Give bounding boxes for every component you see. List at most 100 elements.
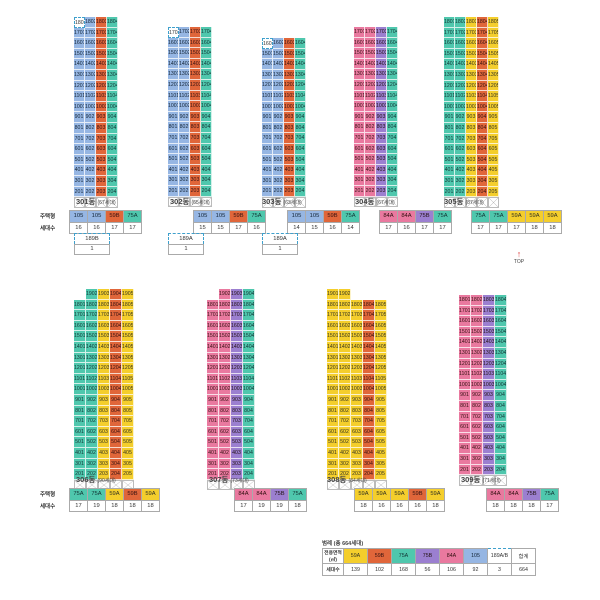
unit-cell: 202 <box>339 469 351 480</box>
unit-cell: 402 <box>273 165 284 176</box>
unit-cell: 904 <box>495 390 507 401</box>
unit-cell: 1402 <box>85 59 96 70</box>
unit-cell: 304 <box>477 175 488 187</box>
type-cell: 84A <box>379 210 398 223</box>
unit-cell: 304 <box>243 458 255 470</box>
unit-cell: 304 <box>201 175 212 186</box>
unit-cell: 905 <box>122 394 134 406</box>
unit-cell: 1905 <box>122 289 134 300</box>
unit-cell: 1002 <box>455 101 466 113</box>
unit-cell: 602 <box>339 426 351 438</box>
unit-cell: 1704 <box>107 27 118 39</box>
unit-cell: 502 <box>85 154 96 166</box>
unit-cell: 1503 <box>483 326 495 338</box>
unit-cell: 403 <box>483 443 495 454</box>
unit-cell: 1703 <box>231 310 243 321</box>
unit-cell: 902 <box>273 112 284 123</box>
unit-cell: 1603 <box>284 38 295 49</box>
unit-cell: 1302 <box>85 69 96 81</box>
type-cell: 105 <box>193 210 212 223</box>
unit-cell: 1201 <box>74 363 86 374</box>
unit-cell: 702 <box>455 133 466 145</box>
unit-cell: 402 <box>471 443 483 454</box>
unit-cell: 1402 <box>179 58 190 70</box>
unit-cell: 902 <box>86 394 98 406</box>
legend-type-cell: 75A <box>391 548 416 564</box>
unit-cell: 1103 <box>96 91 107 102</box>
unit-cell: 1404 <box>477 59 488 70</box>
unit-cell: 1304 <box>495 347 507 359</box>
unit-cell: 1604 <box>295 38 306 49</box>
unit-cell: 1304 <box>363 352 375 364</box>
unit-cell: 1603 <box>376 37 387 49</box>
unit-cell: 1804 <box>495 295 507 306</box>
unit-cell: 1501 <box>327 331 339 342</box>
unit-cell: 1802 <box>219 299 231 311</box>
building-label-302: 302동 (65세대) <box>170 197 210 206</box>
unit-cell: 1703 <box>483 305 495 317</box>
unit-cell: 304 <box>387 175 398 186</box>
unit-cell: 604 <box>107 144 118 155</box>
unit-cell: 702 <box>471 411 483 423</box>
unit-cell: 801 <box>74 405 86 417</box>
unit-cell: 1401 <box>207 341 219 353</box>
unit-cell: 904 <box>477 112 488 123</box>
unit-cell: 1102 <box>365 90 376 102</box>
unit-cell: 702 <box>219 416 231 427</box>
unit-cell: 1404 <box>201 58 212 70</box>
unit-cell <box>363 289 375 300</box>
unit-cell: 602 <box>219 426 231 438</box>
unit-cell: 601 <box>459 422 471 433</box>
unit-cell: 404 <box>243 447 255 459</box>
type-cell: 59A <box>543 210 562 223</box>
unit-cell: 1203 <box>98 363 110 374</box>
table-header-count <box>457 500 487 512</box>
unit-cell: 1101 <box>74 91 85 102</box>
unit-cell: 403 <box>466 165 477 176</box>
unit-cell <box>351 289 363 300</box>
unit-cell: 1303 <box>284 69 295 81</box>
unit-cell: 1601 <box>444 38 455 49</box>
type-cell: 84A <box>486 488 505 501</box>
unit-cell: 1304 <box>477 69 488 81</box>
unit-cell: 1801 <box>459 295 471 306</box>
unit-cell: 302 <box>273 175 284 187</box>
table-header-type: 주택형 <box>40 214 56 221</box>
unit-cell: 901 <box>354 111 365 123</box>
unit-cell: 1103 <box>351 373 363 385</box>
top-button[interactable]: ↑ TOP <box>508 250 530 266</box>
unit-cell: 1302 <box>219 352 231 364</box>
unit-cell-empty <box>262 196 273 208</box>
unit-cell: 1704 <box>495 305 507 317</box>
unit-cell: 303 <box>231 458 243 470</box>
unit-cell: 202 <box>86 469 98 480</box>
unit-cell: 1802 <box>455 17 466 28</box>
unit-cell: 703 <box>190 132 201 144</box>
unit-cell: 305 <box>488 175 499 187</box>
unit-cell: 505 <box>488 154 499 166</box>
unit-grid: 1801180218031804170117021703170416011602… <box>74 17 118 208</box>
unit-cell: 1103 <box>376 90 387 102</box>
unit-cell: 1702 <box>179 27 190 38</box>
unit-cell: 301 <box>74 458 86 470</box>
count-cell: 16 <box>390 499 409 512</box>
unit-cell: 903 <box>483 390 495 401</box>
unit-cell: 204 <box>110 469 122 480</box>
unit-cell: 801 <box>262 122 273 134</box>
unit-cell: 201 <box>459 464 471 476</box>
unit-cell: 601 <box>168 143 179 155</box>
unit-cell: 505 <box>122 437 134 448</box>
count-cell: 16 <box>408 499 427 512</box>
unit-cell: 304 <box>363 458 375 470</box>
count-cell: 18 <box>522 499 541 512</box>
unit-cell: 1203 <box>466 80 477 92</box>
unit-cell: 601 <box>327 426 339 438</box>
unit-cell: 1301 <box>327 352 339 364</box>
type-cell: 59A <box>354 488 373 501</box>
count-cell: 19 <box>87 499 106 512</box>
unit-cell: 803 <box>231 405 243 417</box>
unit-cell: 1405 <box>375 341 387 353</box>
